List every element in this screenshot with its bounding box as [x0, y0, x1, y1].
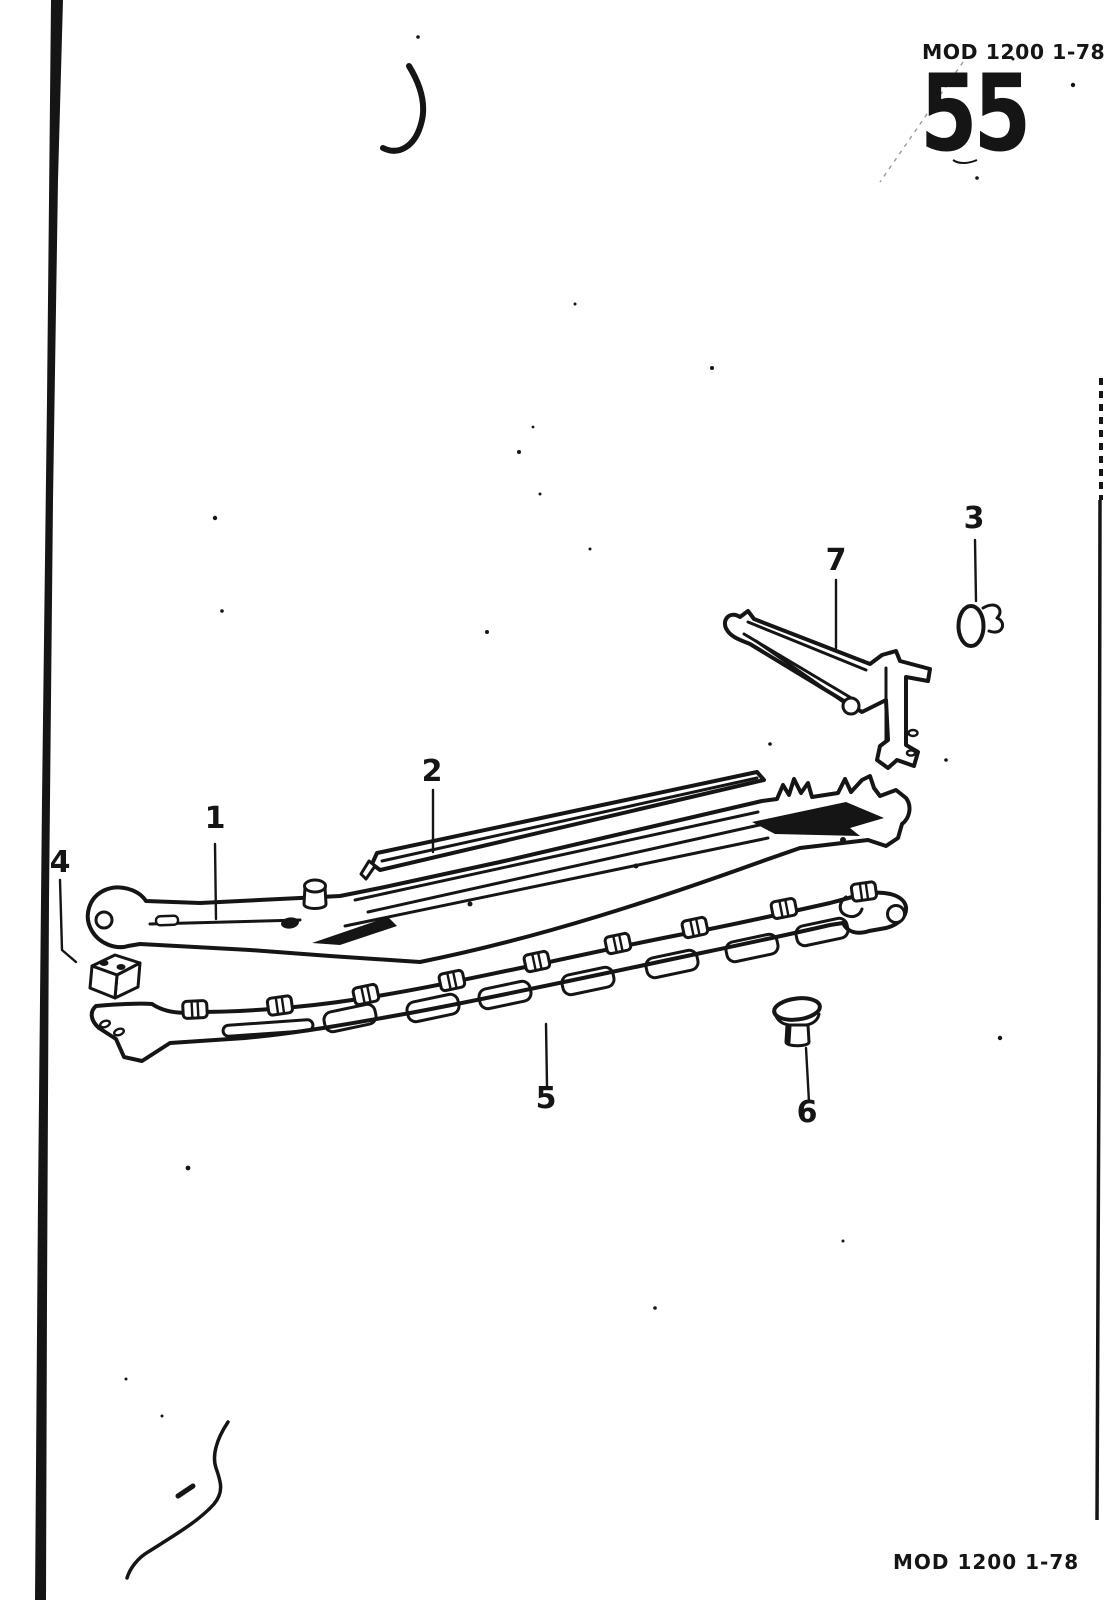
- callout-1: 1: [204, 801, 226, 836]
- pen-mark-top: [380, 63, 427, 154]
- callout-5: 5: [535, 1081, 557, 1116]
- scan-edge-line: [1095, 378, 1103, 1521]
- footer-model-code: MOD 1200 1-78: [893, 1550, 1080, 1574]
- callout-3: 3: [963, 501, 985, 536]
- noise-specks: [124, 35, 1076, 1418]
- scratch-line: [879, 61, 978, 183]
- part-1-sill-rail: [85, 774, 912, 964]
- scan-edge-bar: [35, 0, 63, 1600]
- callout-7: 7: [825, 543, 847, 578]
- part-7-support-bracket: [722, 609, 932, 770]
- part-3-grommet: [956, 603, 1005, 648]
- part-2-cover-strip: [359, 770, 766, 881]
- part-4-spacer-block: [88, 953, 142, 1000]
- part-5-perforated-plate: [89, 879, 909, 1063]
- crease-mark-bottom: [125, 1420, 230, 1580]
- callout-4: 4: [49, 845, 71, 880]
- page-number: 55: [920, 52, 1031, 175]
- callout-leader-lines: [58, 538, 978, 1104]
- callout-6: 6: [796, 1095, 818, 1130]
- part-6-push-plug: [772, 996, 822, 1048]
- callout-2: 2: [421, 754, 443, 789]
- header-model-code: MOD 1200 1-78: [922, 40, 1104, 64]
